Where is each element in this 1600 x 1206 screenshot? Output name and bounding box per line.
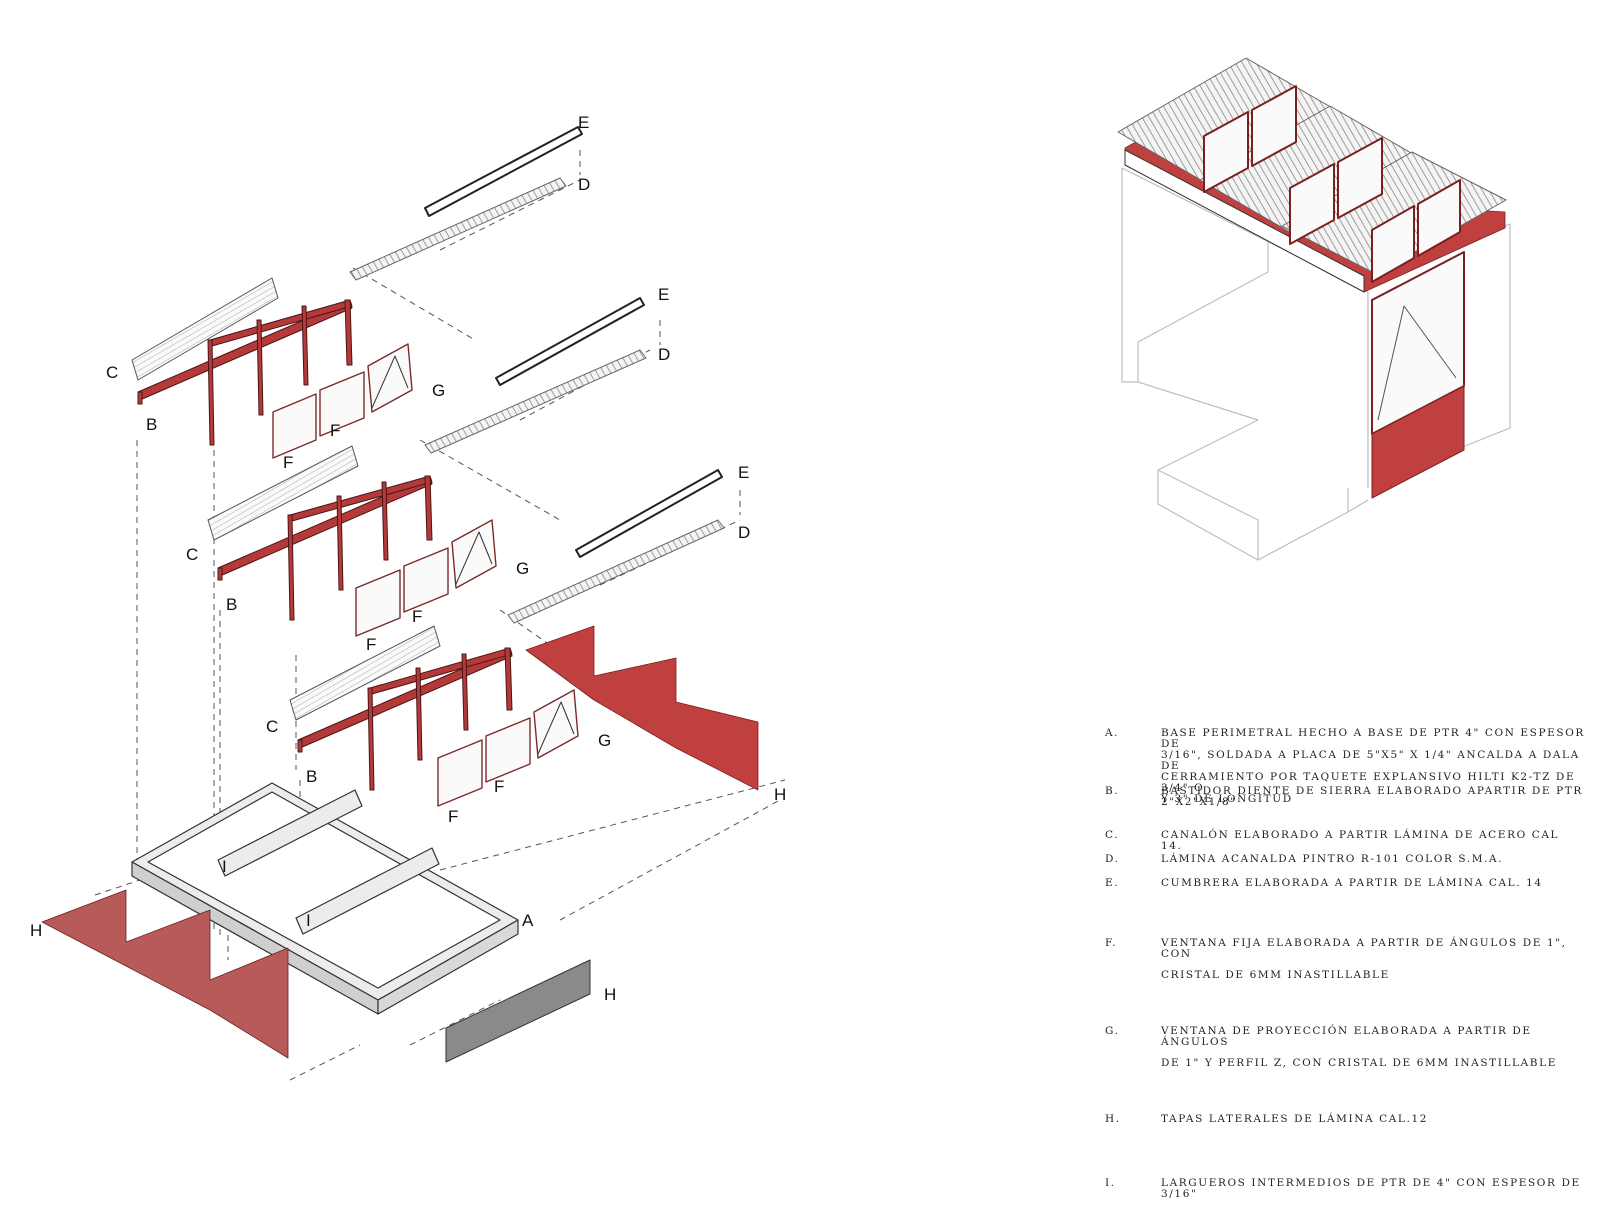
callout-c-3: C xyxy=(266,717,278,736)
legend-key: H. xyxy=(1105,1113,1121,1125)
legend-key: A. xyxy=(1105,727,1120,739)
exploded-axonometric: E D C B F F G E D C B F F G E D C B F F … xyxy=(30,113,786,1081)
legend-text: Ventana de proyección elaborada a partir… xyxy=(1161,1025,1532,1048)
legend-text: Base perimetral hecho a base de PTR 4" c… xyxy=(1161,727,1585,805)
legend-text: Tapas laterales de lámina cal.12 xyxy=(1161,1113,1429,1125)
assembled-red-panel xyxy=(1371,385,1465,499)
callout-f-2b: F xyxy=(412,607,422,626)
callout-f-2a: F xyxy=(366,635,376,654)
projection-window-1 xyxy=(367,343,413,413)
legend-text: Bastidor diente de sierra elaborado apar… xyxy=(1161,785,1583,808)
assembled-clerestory-windows xyxy=(1203,85,1461,283)
projection-window-3 xyxy=(533,689,579,759)
legend-key: E. xyxy=(1105,877,1120,889)
roof-sheet-3 xyxy=(507,519,725,624)
callout-c-2: C xyxy=(186,545,198,564)
sawtooth-frame-1 xyxy=(137,299,353,446)
callout-b-3: B xyxy=(306,767,317,786)
legend-text: cristal de 6mm inastillable xyxy=(1161,969,1390,981)
side-cover-left xyxy=(41,889,289,1059)
callout-g-3: G xyxy=(598,731,611,750)
gutter-2 xyxy=(207,445,359,541)
gutter-3 xyxy=(289,625,441,721)
ridge-cap-1 xyxy=(424,126,583,217)
projection-window-2 xyxy=(451,519,497,589)
callout-b-1: B xyxy=(146,415,157,434)
fixed-window-panels-2 xyxy=(355,547,449,637)
callout-g-1: G xyxy=(432,381,445,400)
legend-key: F. xyxy=(1105,937,1118,949)
legend-key: D. xyxy=(1105,853,1120,865)
callout-b-2: B xyxy=(226,595,237,614)
legend-key: I. xyxy=(1105,1177,1116,1189)
callout-h-right: H xyxy=(774,785,786,804)
legend-text: Ventana fija elaborada a partir de ángul… xyxy=(1161,937,1567,960)
callout-h-grey: H xyxy=(604,985,616,1004)
roof-sheet-1 xyxy=(349,177,567,281)
legend-key: G. xyxy=(1105,1025,1120,1037)
callout-i-1: I xyxy=(222,857,227,876)
tier-2 xyxy=(207,297,647,637)
legend-text: Largueros intermedios de PTR de 4" con e… xyxy=(1161,1177,1581,1200)
legend-key: B. xyxy=(1105,785,1120,797)
callout-labels: E D C B F F G E D C B F F G E D C B F F … xyxy=(30,113,786,1004)
callout-d-2: D xyxy=(658,345,670,364)
tier-1 xyxy=(131,126,583,459)
sawtooth-frame-3 xyxy=(297,647,513,791)
callout-f-1a: F xyxy=(283,453,293,472)
ridge-cap-3 xyxy=(575,469,723,558)
callout-f-1b: F xyxy=(330,421,340,440)
callout-g-2: G xyxy=(516,559,529,578)
base-frame xyxy=(131,782,519,1015)
callout-e-1: E xyxy=(578,113,589,132)
callout-e-3: E xyxy=(738,463,749,482)
ridge-cap-2 xyxy=(495,297,645,386)
tier-3 xyxy=(289,469,725,807)
fixed-window-panels-1 xyxy=(272,371,365,459)
callout-f-3a: F xyxy=(448,807,458,826)
side-cover-grey xyxy=(445,959,591,1063)
gutter-1 xyxy=(131,277,279,381)
callout-d-1: D xyxy=(578,175,590,194)
sawtooth-frame-2 xyxy=(217,475,433,621)
legend-text: Lámina acanalda Pintro R-101 color S.M.A… xyxy=(1161,853,1504,865)
callout-f-3b: F xyxy=(494,777,504,796)
callout-h-left: H xyxy=(30,921,42,940)
callout-c-1: C xyxy=(106,363,118,382)
side-cover-right xyxy=(525,625,759,791)
callout-i-2: I xyxy=(306,911,311,930)
fixed-window-panels-3 xyxy=(437,717,531,807)
legend-key: C. xyxy=(1105,829,1120,841)
assembled-axonometric xyxy=(1117,57,1511,561)
callout-e-2: E xyxy=(658,285,669,304)
legend-text: Cumbrera elaborada a partir de lámina ca… xyxy=(1161,877,1543,889)
legend-text: de 1" y perfil Z, con cristal de 6mm ina… xyxy=(1161,1057,1557,1069)
legend-text: Canalón elaborado a partir lámina de ace… xyxy=(1161,829,1560,852)
callout-a: A xyxy=(522,911,534,930)
callout-d-3: D xyxy=(738,523,750,542)
roof-sheet-2 xyxy=(424,349,647,454)
